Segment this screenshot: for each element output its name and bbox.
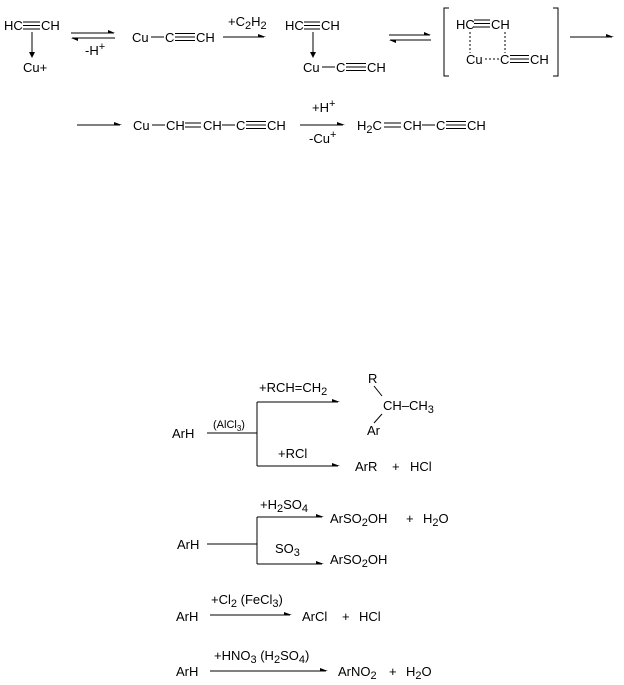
c-label: C [336,60,345,75]
minus-h-label: -H+ [85,41,105,58]
ch-label: CH [166,118,185,133]
hc-label: HC [456,17,475,32]
arrowhead [332,463,340,466]
scheme4-chlorination: ArH +Cl2 (FeCl3) ArCl + HCl [176,592,381,624]
single-bond-line [373,413,383,424]
scheme3-sulfonation: ArH +H2SO4 ArSO2OH + H2O SO3 ArSO2OH [177,497,449,570]
cu-label: Cu [466,52,483,67]
arrowhead [320,668,328,671]
ch-label: CH [467,118,486,133]
arrowhead [606,34,614,37]
ch-label: CH [321,18,340,33]
plus-c2h2-label: +C2H2 [228,14,267,32]
ar-label: Ar [367,423,381,438]
arrowhead [29,52,35,58]
cu-label: Cu [132,30,149,45]
arrowhead [71,38,78,41]
plus-label: + [389,664,397,679]
arrowhead [389,40,396,43]
cu-label: Cu [133,118,150,133]
plus-label: + [342,609,350,624]
arrowhead [108,30,115,33]
arh-label: ArH [176,664,198,679]
plus-label: + [392,459,400,474]
hcl-label: HCl [359,609,381,624]
water-label: H2O [406,664,432,682]
scheme1-row2: Cu CH CH C CH +H+ -Cu+ H2C CH C CH [77,98,486,146]
so3-reagent-label: SO3 [275,541,300,559]
h2so4-reagent-label: +H2SO4 [260,497,308,515]
scheme2-alkylation: ArH (AlCl3) +RCH=CH2 R CH–CH3 Ar +RCl Ar… [172,371,434,474]
c-label: C [436,118,445,133]
arrowhead [310,52,316,58]
hc-label: HC [4,18,23,33]
scheme5-nitration: ArH +HNO3 (H2SO4) ArNO2 + H2O [176,648,432,682]
ch-label: CH [530,52,549,67]
minus-cu-label: -Cu+ [309,129,336,146]
arh-label: ArH [172,426,194,441]
ch-label: CH [41,18,60,33]
arno2-label: ArNO2 [338,664,377,682]
arrowhead [424,32,431,35]
bracket-right [553,7,559,77]
arrowhead [258,34,266,37]
r-label: R [368,371,377,386]
plus-label: + [406,511,414,526]
arso2oh-label: ArSO2OH [330,552,387,570]
arso2oh-label: ArSO2OH [330,511,387,529]
arh-label: ArH [176,609,198,624]
rcl-reagent-label: +RCl [278,446,307,461]
ch-label: CH [403,118,422,133]
arrowhead [114,122,122,125]
ch-label: CH [267,118,286,133]
product-arr-label: ArR [355,459,377,474]
water-label: H2O [423,511,449,529]
alkene-reagent-label: +RCH=CH2 [259,380,327,398]
hcl-label: HCl [410,459,432,474]
hno3-h2so4-reagent-label: +HNO3 (H2SO4) [214,648,309,666]
cu-plus-label: Cu+ [23,60,47,75]
hc-label: HC [285,18,304,33]
cl2-fecl3-reagent-label: +Cl2 (FeCl3) [211,592,283,610]
ch-label: CH [203,118,222,133]
c-label: C [236,118,245,133]
product-h2c-label: H2C [357,118,382,136]
c-label: C [165,30,174,45]
arcl-label: ArCl [302,609,327,624]
arrowhead [332,399,340,402]
plus-h-label: +H+ [312,98,335,115]
ch-label: CH [491,17,510,32]
scheme1-row1: HC CH Cu+ -H+ Cu C CH +C2H2 HC CH Cu [4,7,614,77]
cu-label: Cu [303,60,320,75]
arrowhead [337,122,345,125]
ch-label: CH [196,30,215,45]
ch-label: CH [367,60,386,75]
ch-ch3-label: CH–CH3 [383,398,434,416]
arrowhead [316,561,324,564]
arrowhead [316,514,324,517]
bracket-left [443,7,449,77]
catalyst-label: (AlCl3) [213,419,245,433]
single-bond-line [373,385,383,397]
arh-label: ArH [177,537,199,552]
c-label: C [500,52,509,67]
arrowhead [284,612,292,615]
